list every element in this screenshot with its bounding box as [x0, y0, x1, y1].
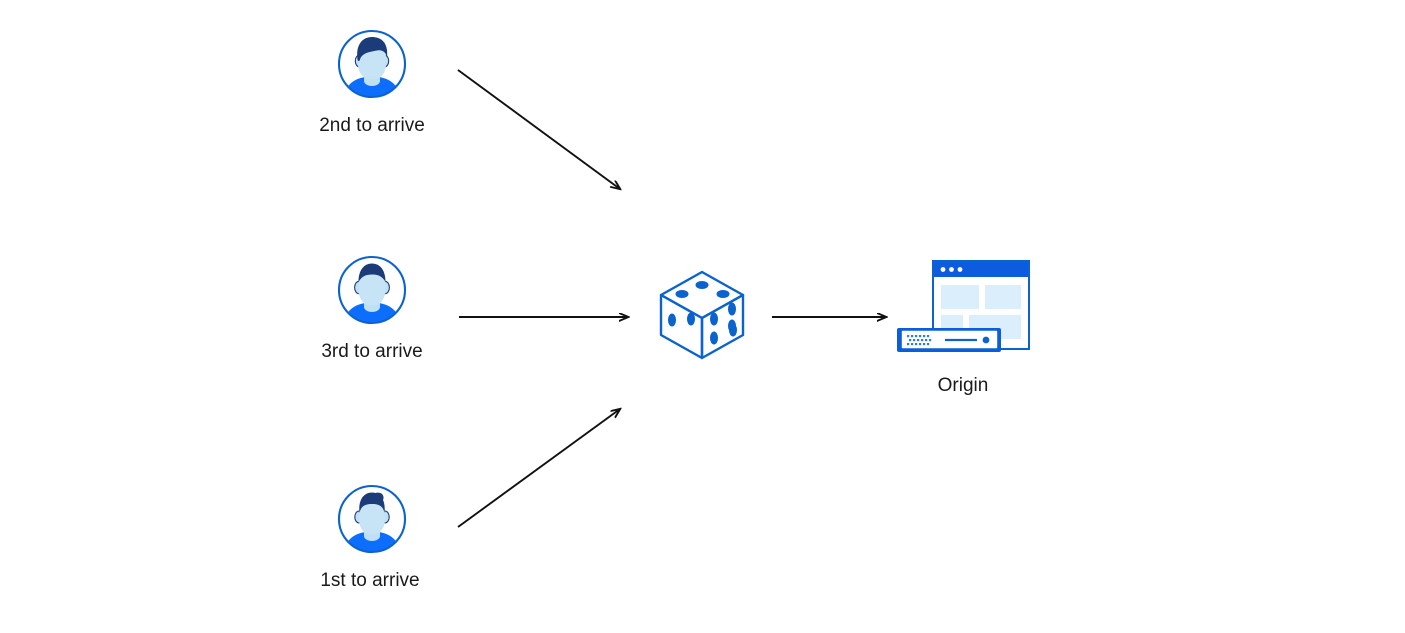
client-node-2nd[interactable]: 2nd to arrive [319, 28, 425, 135]
client-node-3rd[interactable]: 3rd to arrive [321, 254, 423, 361]
user-avatar-icon [337, 484, 407, 554]
origin-server-icon [897, 260, 1030, 352]
origin-node[interactable]: Origin [893, 256, 1033, 395]
origin-label: Origin [937, 375, 989, 396]
arrow-2nd-to-dice [457, 69, 620, 189]
dice-icon [659, 270, 745, 360]
rack-server-device [897, 328, 1001, 352]
arrow-1st-to-dice [457, 409, 620, 528]
client-label-3rd: 3rd to arrive [321, 341, 423, 362]
user-avatar-icon [337, 255, 407, 325]
client-label-1st: 1st to arrive [320, 570, 420, 591]
user-avatar-icon [337, 29, 407, 99]
client-node-1st[interactable]: 1st to arrive [320, 483, 420, 590]
random-selector-node[interactable] [657, 268, 747, 367]
client-label-2nd: 2nd to arrive [319, 115, 425, 136]
